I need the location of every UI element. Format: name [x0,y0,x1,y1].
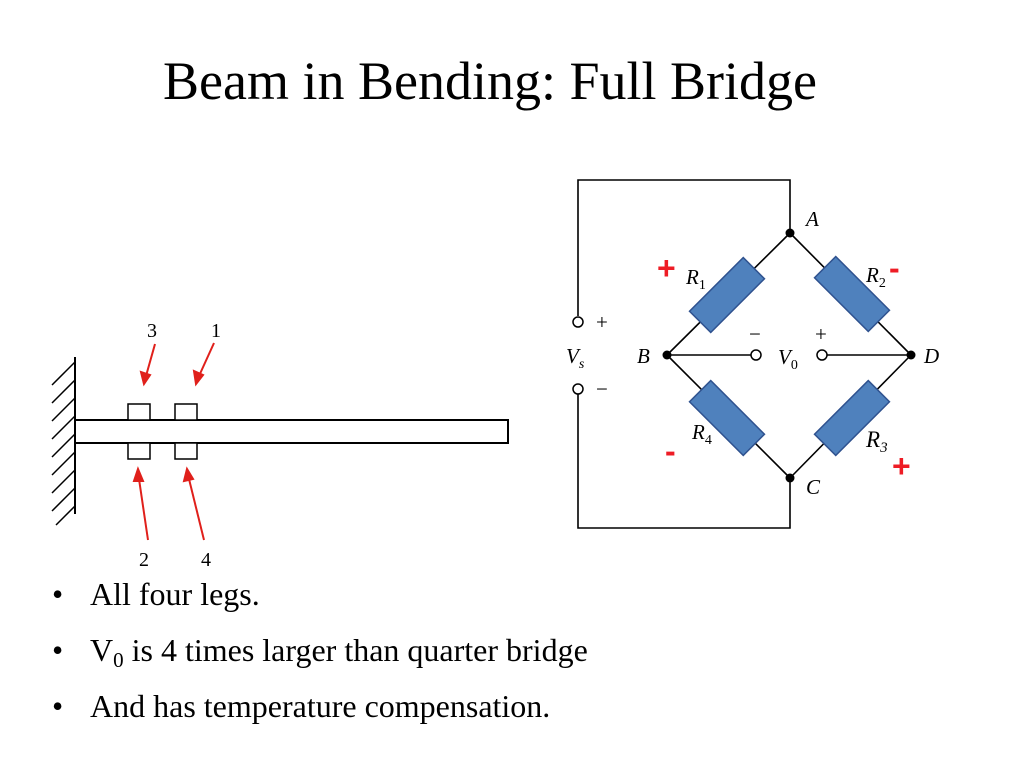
output-terminal-minus [750,349,762,361]
bullet-marker: • [52,632,64,668]
sign-r2: - [889,250,900,286]
bullet-prefix: V [90,632,114,668]
slide-title: Beam in Bending: Full Bridge [163,51,817,111]
node-label-b: B [637,344,650,368]
bullet-marker: • [52,688,64,724]
sign-r4: - [665,433,676,469]
beam [74,419,509,444]
bullet-list: • All four legs. • V0 is 4 times larger … [52,570,588,738]
strain-gauge-4 [174,442,198,460]
node-dot-d [906,350,916,360]
bullet-item: • V0 is 4 times larger than quarter brid… [52,626,588,682]
resistor-r1 [688,256,766,334]
gauge-label-2: 2 [139,549,149,571]
cantilever-beam-figure: 3 1 2 4 [51,320,509,571]
gauge-label-1: 1 [211,320,221,342]
bullet-text: All four legs. [90,576,260,612]
resistor-r4 [688,379,766,457]
node-dot-b [662,350,672,360]
bullet-text: And has temperature compensation. [90,688,551,724]
bridge-wires [577,179,912,529]
source-minus-sign: − [596,377,608,401]
resistor-label-r2: R2 [865,263,886,291]
bullet-item: • All four legs. [52,570,588,626]
arrow-gauge-2 [138,478,149,541]
fixed-wall-support [51,357,76,526]
arrow-head-gauge-1 [192,369,205,387]
strain-gauge-2 [127,442,151,460]
output-minus-sign: − [749,322,761,346]
output-voltage-label: V0 [778,345,798,373]
arrow-gauge-3 [145,343,156,377]
arrow-gauge-1 [198,342,215,377]
source-voltage-label: Vs [566,344,585,372]
resistor-r2 [813,255,891,333]
sign-r1: + [657,250,676,286]
source-terminal-minus [572,383,584,395]
wheatstone-bridge-figure: A B C D + − Vs − + V0 R1 R2 R4 R3 + - - … [566,179,939,529]
strain-gauge-1 [174,403,198,421]
gauge-label-3: 3 [147,320,157,342]
resistor-label-r4: R4 [691,420,712,448]
bullet-text: is 4 times larger than quarter bridge [123,632,588,668]
node-label-a: A [804,207,819,231]
node-label-d: D [923,344,939,368]
resistor-r3 [813,379,891,457]
sign-r3: + [892,448,911,484]
source-plus-sign: + [596,310,608,334]
output-terminal-plus [816,349,828,361]
strain-gauge-3 [127,403,151,421]
resistor-label-r1: R1 [685,265,706,293]
node-dot-a [785,228,795,238]
arrow-head-gauge-3 [139,370,152,387]
arrow-head-gauge-2 [132,466,145,482]
source-terminal-plus [572,316,584,328]
arrow-gauge-4 [188,478,205,541]
bullet-marker: • [52,576,64,612]
output-plus-sign: + [815,322,827,346]
bullet-item: • And has temperature compensation. [52,682,588,738]
bullet-subscript: 0 [113,648,124,672]
resistor-label-r3: R3 [865,427,888,456]
node-dot-c [785,473,795,483]
node-label-c: C [806,475,821,499]
arrow-head-gauge-4 [182,466,195,483]
gauge-label-4: 4 [201,549,211,571]
